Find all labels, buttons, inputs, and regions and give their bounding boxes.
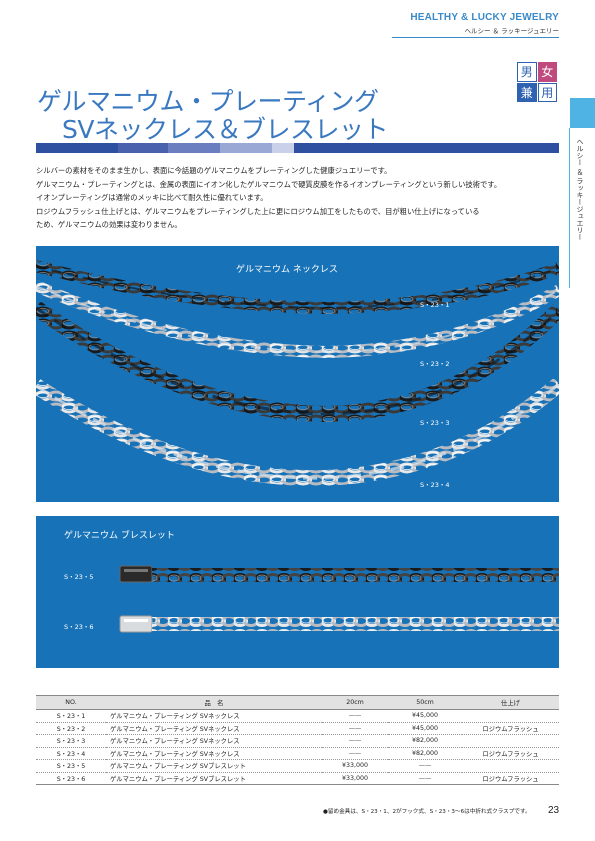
product-code: S・23・4 bbox=[420, 481, 450, 489]
page-number: 23 bbox=[548, 805, 560, 816]
cell-name: ゲルマニウム・プレーティング SVブレスレット bbox=[106, 759, 322, 773]
cell-50cm: ¥82,000 bbox=[388, 734, 462, 748]
cell-finish bbox=[462, 759, 559, 773]
table-row: S・23・3 ゲルマニウム・プレーティング SVネックレス —— ¥82,000 bbox=[36, 734, 559, 748]
side-tab-marker bbox=[570, 98, 595, 128]
cell-finish: ロジウムフラッシュ bbox=[462, 747, 559, 760]
product-code: S・23・1 bbox=[420, 301, 450, 309]
product-code: S・23・5 bbox=[64, 573, 94, 581]
cell-no: S・23・2 bbox=[36, 722, 106, 735]
bracelet-photo-panel: ゲルマニウム ブレスレット S・23・5 S・23・6 bbox=[36, 516, 559, 668]
table-row: S・23・5 ゲルマニウム・プレーティング SVブレスレット ¥33,000 —… bbox=[36, 759, 559, 773]
price-table: NO. 品 名 20cm 50cm 仕上げ S・23・1 ゲルマニウム・プレーテ… bbox=[36, 695, 559, 785]
intro-line: イオンプレーティングは通常のメッキに比べて耐久性に優れています。 bbox=[36, 193, 268, 202]
table-row: S・23・4 ゲルマニウム・プレーティング SVネックレス —— ¥82,000… bbox=[36, 747, 559, 760]
cell-finish: ロジウムフラッシュ bbox=[462, 722, 559, 735]
cell-20cm: ¥33,000 bbox=[322, 772, 388, 785]
product-code: S・23・2 bbox=[420, 360, 450, 368]
necklace-panel-label: ゲルマニウム ネックレス bbox=[236, 265, 338, 275]
col-header-no: NO. bbox=[36, 695, 106, 710]
cell-50cm: —— bbox=[388, 772, 462, 785]
cell-no: S・23・3 bbox=[36, 734, 106, 748]
table-header-row: NO. 品 名 20cm 50cm 仕上げ bbox=[36, 695, 559, 710]
brand-title: HEALTHY & LUCKY JEWELRY bbox=[410, 12, 559, 23]
intro-line: シルバーの素材をそのまま生かし、表面に今話題のゲルマニウムをプレーティングした健… bbox=[36, 166, 392, 175]
cell-no: S・23・4 bbox=[36, 747, 106, 760]
cell-finish bbox=[462, 709, 559, 723]
necklace-chains-image bbox=[36, 260, 559, 487]
page-title-line2: SVネックレス＆ブレスレット bbox=[62, 115, 388, 144]
cell-20cm: ¥33,000 bbox=[322, 759, 388, 773]
col-header-finish: 仕上げ bbox=[462, 695, 559, 710]
unisex-badge: 男 女 兼 用 bbox=[517, 62, 557, 102]
brand-subtitle: ヘルシー ＆ ラッキージュエリー bbox=[464, 27, 559, 35]
cell-name: ゲルマニウム・プレーティング SVネックレス bbox=[106, 709, 322, 723]
intro-line: ゲルマニウム・プレーティングとは、金属の表面にイオン化したゲルマニウムで硬質皮膜… bbox=[36, 179, 502, 189]
cell-name: ゲルマニウム・プレーティング SVネックレス bbox=[106, 734, 322, 748]
col-header-name: 品 名 bbox=[106, 695, 322, 710]
cell-50cm: ¥45,000 bbox=[388, 722, 462, 735]
cell-name: ゲルマニウム・プレーティング SVネックレス bbox=[106, 747, 322, 760]
badge-male: 男 bbox=[517, 62, 537, 82]
intro-text: シルバーの素材をそのまま生かし、表面に今話題のゲルマニウムをプレーティングした健… bbox=[36, 164, 566, 232]
page-title-line1: ゲルマニウム・プレーティング bbox=[37, 87, 379, 116]
table-row: S・23・2 ゲルマニウム・プレーティング SVネックレス —— ¥45,000… bbox=[36, 722, 559, 735]
side-tab-line bbox=[569, 128, 570, 288]
intro-line: ため、ゲルマニウムの効果は変わりません。 bbox=[36, 220, 182, 229]
cell-finish bbox=[462, 734, 559, 748]
necklace-photo-panel: ゲルマニウム ネックレス S・23・1 S・23・2 S・23・3 S・23・4 bbox=[36, 246, 559, 502]
cell-20cm: —— bbox=[322, 747, 388, 760]
cell-no: S・23・5 bbox=[36, 759, 106, 773]
side-tab-label: ヘルシー ＆ ラッキージュエリー bbox=[576, 138, 584, 241]
table-row: S・23・6 ゲルマニウム・プレーティング SVブレスレット ¥33,000 —… bbox=[36, 772, 559, 785]
bracelet-panel-label: ゲルマニウム ブレスレット bbox=[64, 531, 175, 541]
cell-50cm: —— bbox=[388, 759, 462, 773]
badge-female: 女 bbox=[537, 62, 557, 82]
cell-20cm: —— bbox=[322, 734, 388, 748]
cell-20cm: —— bbox=[322, 709, 388, 723]
brand-divider bbox=[392, 37, 559, 38]
table-row: S・23・1 ゲルマニウム・プレーティング SVネックレス —— ¥45,000 bbox=[36, 709, 559, 723]
bracelet-chains-image bbox=[119, 565, 559, 633]
badge-ken: 兼 bbox=[517, 82, 537, 102]
col-header-50cm: 50cm bbox=[388, 695, 462, 710]
title-color-band bbox=[36, 143, 559, 153]
cell-finish: ロジウムフラッシュ bbox=[462, 772, 559, 785]
col-header-20cm: 20cm bbox=[322, 695, 388, 710]
cell-name: ゲルマニウム・プレーティング SVネックレス bbox=[106, 722, 322, 735]
cell-no: S・23・6 bbox=[36, 772, 106, 785]
cell-20cm: —— bbox=[322, 722, 388, 735]
product-code: S・23・6 bbox=[64, 623, 94, 631]
product-code: S・23・3 bbox=[420, 419, 450, 427]
cell-no: S・23・1 bbox=[36, 709, 106, 723]
badge-you: 用 bbox=[537, 82, 557, 102]
cell-name: ゲルマニウム・プレーティング SVブレスレット bbox=[106, 772, 322, 785]
cell-50cm: ¥45,000 bbox=[388, 709, 462, 723]
clasp-footnote: ●留め金具は、S・23・1、2がフック式、S・23・3〜6は中折れ式クラスプです… bbox=[323, 809, 531, 815]
intro-line: ロジウムフラッシュ仕上げとは、ゲルマニウムをプレーティングした上に更にロジウム加… bbox=[36, 206, 480, 216]
cell-50cm: ¥82,000 bbox=[388, 747, 462, 760]
